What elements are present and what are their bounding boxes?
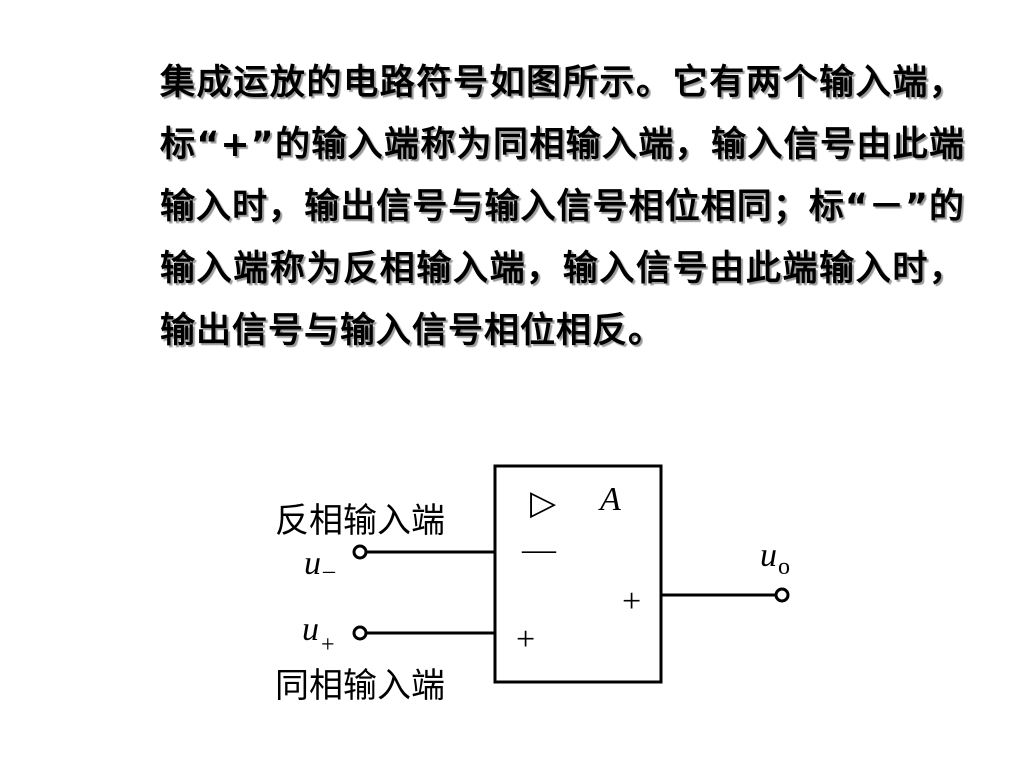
inverting-var-subscript: – [322,558,336,584]
inverting-input-label: 反相输入端 [275,501,445,541]
amplifier-triangle-icon: ▷ [530,485,557,522]
output-var-letter: u [760,537,777,574]
noninverting-input-variable: u+ [302,611,335,658]
output-variable: uo [760,537,790,580]
description-paragraph: 集成运放的电路符号如图所示。它有两个输入端，标“+”的输入端称为同相输入端，输入… [160,63,965,351]
inverting-sign: — [521,531,557,568]
noninverting-sign: + [516,621,535,658]
inverting-input-terminal [352,544,368,560]
op-amp-body [493,464,663,684]
output-polarity-sign: + [622,583,641,620]
output-terminal [774,587,790,603]
noninverting-var-letter: u [302,611,319,648]
noninverting-var-subscript: + [321,632,335,658]
noninverting-input-label: 同相输入端 [275,666,445,706]
noninverting-input-terminal [352,625,368,641]
amplifier-label: A [598,481,621,518]
inverting-input-variable: u– [304,545,336,584]
inverting-var-letter: u [304,545,321,582]
output-var-subscript: o [778,554,790,580]
